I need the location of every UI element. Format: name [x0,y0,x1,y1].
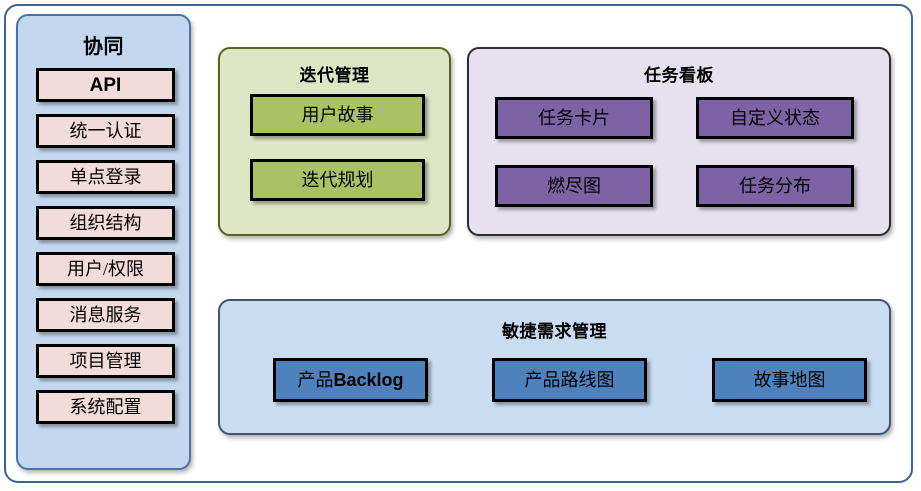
collab-item-sso[interactable]: 单点登录 [36,160,175,194]
taskboard-item-burndown-chart[interactable]: 燃尽图 [495,165,653,207]
collab-item-message-service[interactable]: 消息服务 [36,298,175,332]
taskboard-item-task-card[interactable]: 任务卡片 [495,97,653,139]
iteration-item-user-story[interactable]: 用户故事 [250,94,425,136]
collab-item-system-config[interactable]: 系统配置 [36,390,175,424]
panel-agile-requirements-title: 敏捷需求管理 [502,322,607,341]
agile-item-product-roadmap[interactable]: 产品路线图 [492,358,647,402]
panel-collaboration-title: 协同 [83,36,124,58]
taskboard-item-task-distribution[interactable]: 任务分布 [696,165,854,207]
panel-task-board[interactable]: 任务看板 任务卡片 自定义状态 燃尽图 任务分布 [467,47,891,236]
panel-iteration-management[interactable]: 迭代管理 用户故事 迭代规划 [218,47,451,236]
collab-item-project-management[interactable]: 项目管理 [36,344,175,378]
panel-iteration-title: 迭代管理 [299,66,370,85]
panel-task-board-title: 任务看板 [644,66,714,85]
collab-item-api[interactable]: API [36,68,175,102]
collab-item-user-permission[interactable]: 用户/权限 [36,252,175,286]
iteration-item-iteration-planning[interactable]: 迭代规划 [250,159,425,201]
agile-item-product-backlog-latin: Backlog [333,370,404,390]
agile-item-story-map[interactable]: 故事地图 [712,358,867,402]
agile-item-product-backlog-cjk: 产品 [297,370,334,390]
collab-item-unified-auth[interactable]: 统一认证 [36,114,175,148]
panel-collaboration[interactable]: 协同 API 统一认证 单点登录 组织结构 用户/权限 消息服务 项目管理 系统… [16,14,191,470]
taskboard-item-custom-status[interactable]: 自定义状态 [696,97,854,139]
collab-item-org-structure[interactable]: 组织结构 [36,206,175,240]
